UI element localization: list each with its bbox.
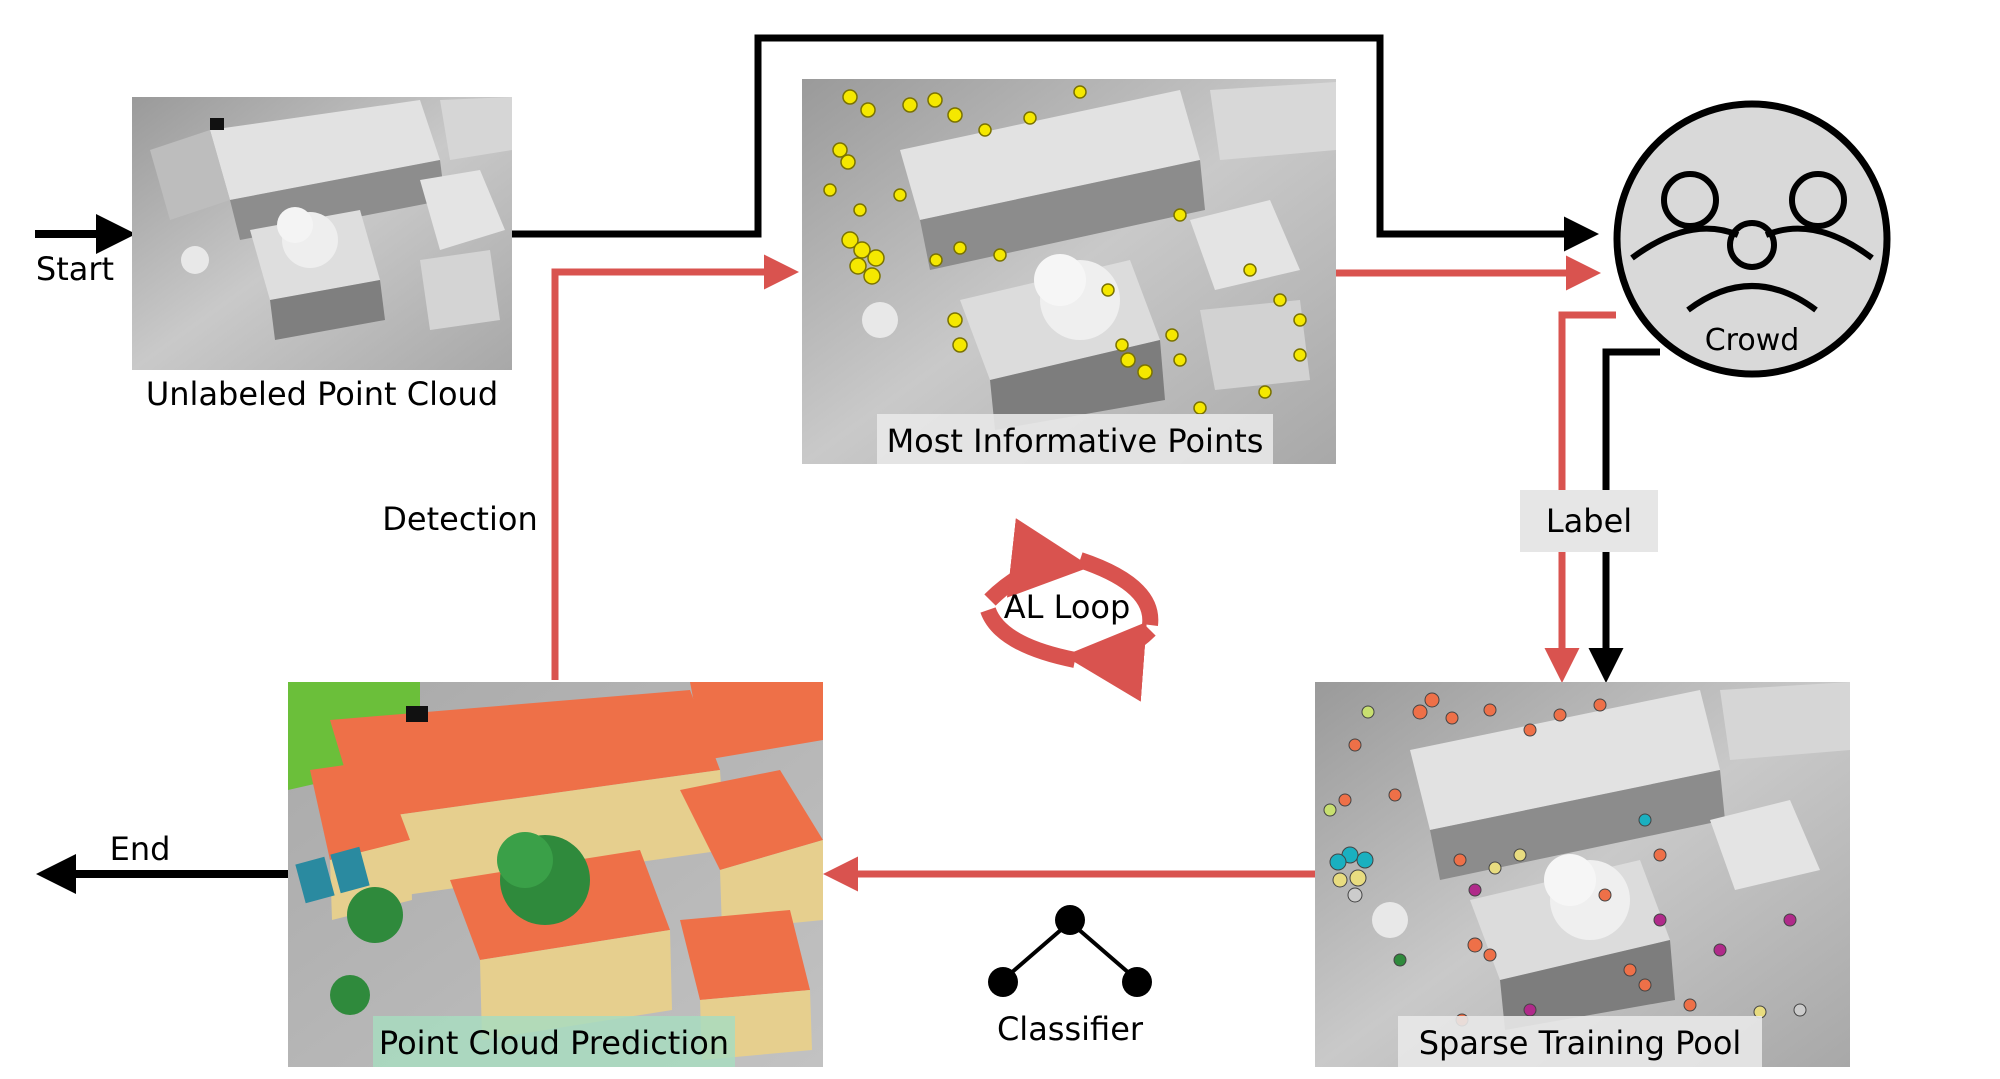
red-flow-detection <box>551 254 799 680</box>
sparse-training-pool-panel: Sparse Training Pool <box>1315 682 1850 1067</box>
end-label: End <box>110 830 171 868</box>
al-loop-icon: AL Loop <box>980 518 1159 702</box>
prediction-label-box <box>373 1016 735 1067</box>
crowd-label: Crowd <box>1705 323 1800 358</box>
al-loop-label: AL Loop <box>1004 588 1131 626</box>
classifier-label: Classifier <box>997 1010 1144 1048</box>
informative-label-box <box>877 414 1273 464</box>
pool-label-box <box>1398 1016 1762 1067</box>
crowd-icon: Crowd <box>1613 100 1891 378</box>
informative-label: Most Informative Points <box>887 422 1264 460</box>
label-box <box>1520 490 1658 552</box>
red-flow-crowd-to-pool <box>1544 311 1616 683</box>
detection-label: Detection <box>382 500 537 538</box>
start-label: Start <box>36 250 114 288</box>
pool-label: Sparse Training Pool <box>1419 1024 1742 1062</box>
point-cloud-prediction-panel: Point Cloud Prediction <box>288 682 823 1067</box>
unlabeled-point-cloud-panel <box>132 97 512 370</box>
label-text: Label <box>1546 502 1632 540</box>
black-flow-unlabeled-to-crowd <box>512 34 1599 252</box>
most-informative-points-panel: Most Informative Points <box>802 79 1336 464</box>
unlabeled-label: Unlabeled Point Cloud <box>146 375 498 413</box>
black-flow-crowd-to-pool <box>1588 348 1660 683</box>
prediction-label: Point Cloud Prediction <box>379 1024 729 1062</box>
informative-points <box>823 85 1307 415</box>
classifier-icon <box>988 905 1152 997</box>
